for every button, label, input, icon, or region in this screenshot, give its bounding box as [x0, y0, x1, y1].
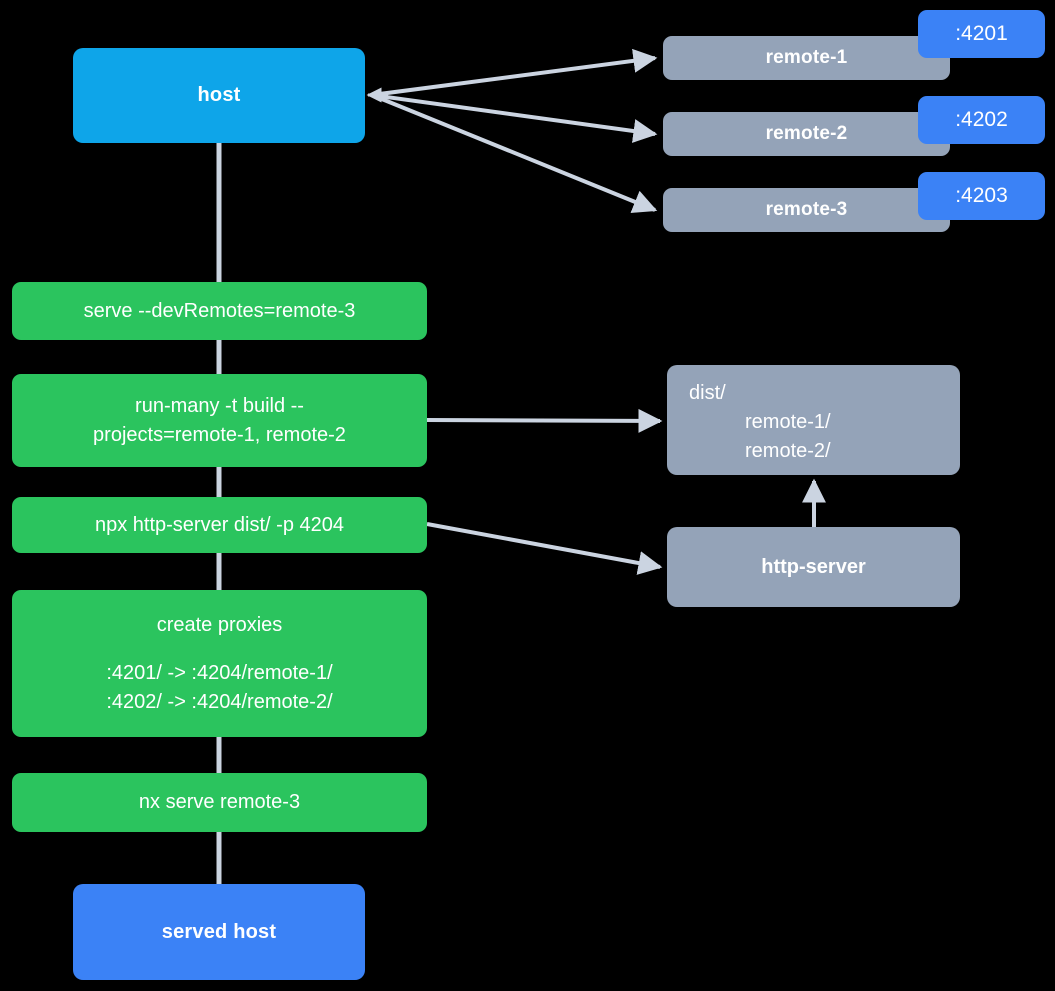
edge-build-to-dist	[426, 408, 663, 433]
command-title: create proxies	[156, 613, 283, 636]
command-line: :4202/ -> :4204/remote-2/	[106, 690, 333, 713]
node-remote-1-label: remote-1	[765, 47, 848, 68]
node-command-nx-serve-remote-3[interactable]: nx serve remote-3	[12, 773, 427, 832]
node-host[interactable]: host	[73, 48, 365, 143]
node-served-host-label: served host	[161, 920, 277, 943]
node-remote-1[interactable]: remote-1	[663, 36, 950, 80]
node-command-run-many-build[interactable]: run-many -t build -- projects=remote-1, …	[12, 374, 427, 467]
port-badge-remote-2-label: :4202	[955, 108, 1008, 131]
node-http-server-label: http-server	[761, 555, 866, 578]
command-line: :4201/ -> :4204/remote-1/	[106, 662, 333, 685]
port-badge-remote-1[interactable]: :4201	[918, 10, 1045, 58]
node-remote-2[interactable]: remote-2	[663, 112, 950, 156]
node-remote-2-label: remote-2	[765, 123, 848, 144]
node-host-label: host	[197, 84, 241, 106]
node-remote-3-label: remote-3	[765, 199, 848, 220]
port-badge-remote-2[interactable]: :4202	[918, 96, 1045, 144]
dist-child-label: remote-1/	[745, 410, 831, 433]
node-command-npx-http-server[interactable]: npx http-server dist/ -p 4204	[12, 497, 427, 553]
command-line: run-many -t build --	[135, 395, 304, 418]
port-badge-remote-3[interactable]: :4203	[918, 172, 1045, 220]
command-line: serve --devRemotes=remote-3	[83, 299, 356, 322]
node-command-create-proxies[interactable]: create proxies :4201/ -> :4204/remote-1/…	[12, 590, 427, 737]
port-badge-remote-3-label: :4203	[955, 184, 1008, 207]
node-served-host[interactable]: served host	[73, 884, 365, 980]
node-command-serve-dev-remotes[interactable]: serve --devRemotes=remote-3	[12, 282, 427, 340]
node-remote-3[interactable]: remote-3	[663, 188, 950, 232]
dist-child-label: remote-2/	[745, 439, 831, 462]
node-dist-artifact[interactable]: dist/ remote-1/ remote-2/	[667, 365, 960, 475]
command-line: npx http-server dist/ -p 4204	[94, 513, 344, 536]
port-badge-remote-1-label: :4201	[955, 22, 1008, 45]
command-line: projects=remote-1, remote-2	[93, 423, 346, 446]
dist-root-label: dist/	[689, 381, 726, 404]
edge-host-to-remotes	[366, 48, 658, 213]
edge-npx-to-http-server	[426, 522, 663, 575]
node-http-server[interactable]: http-server	[667, 527, 960, 607]
command-line: nx serve remote-3	[138, 791, 301, 814]
